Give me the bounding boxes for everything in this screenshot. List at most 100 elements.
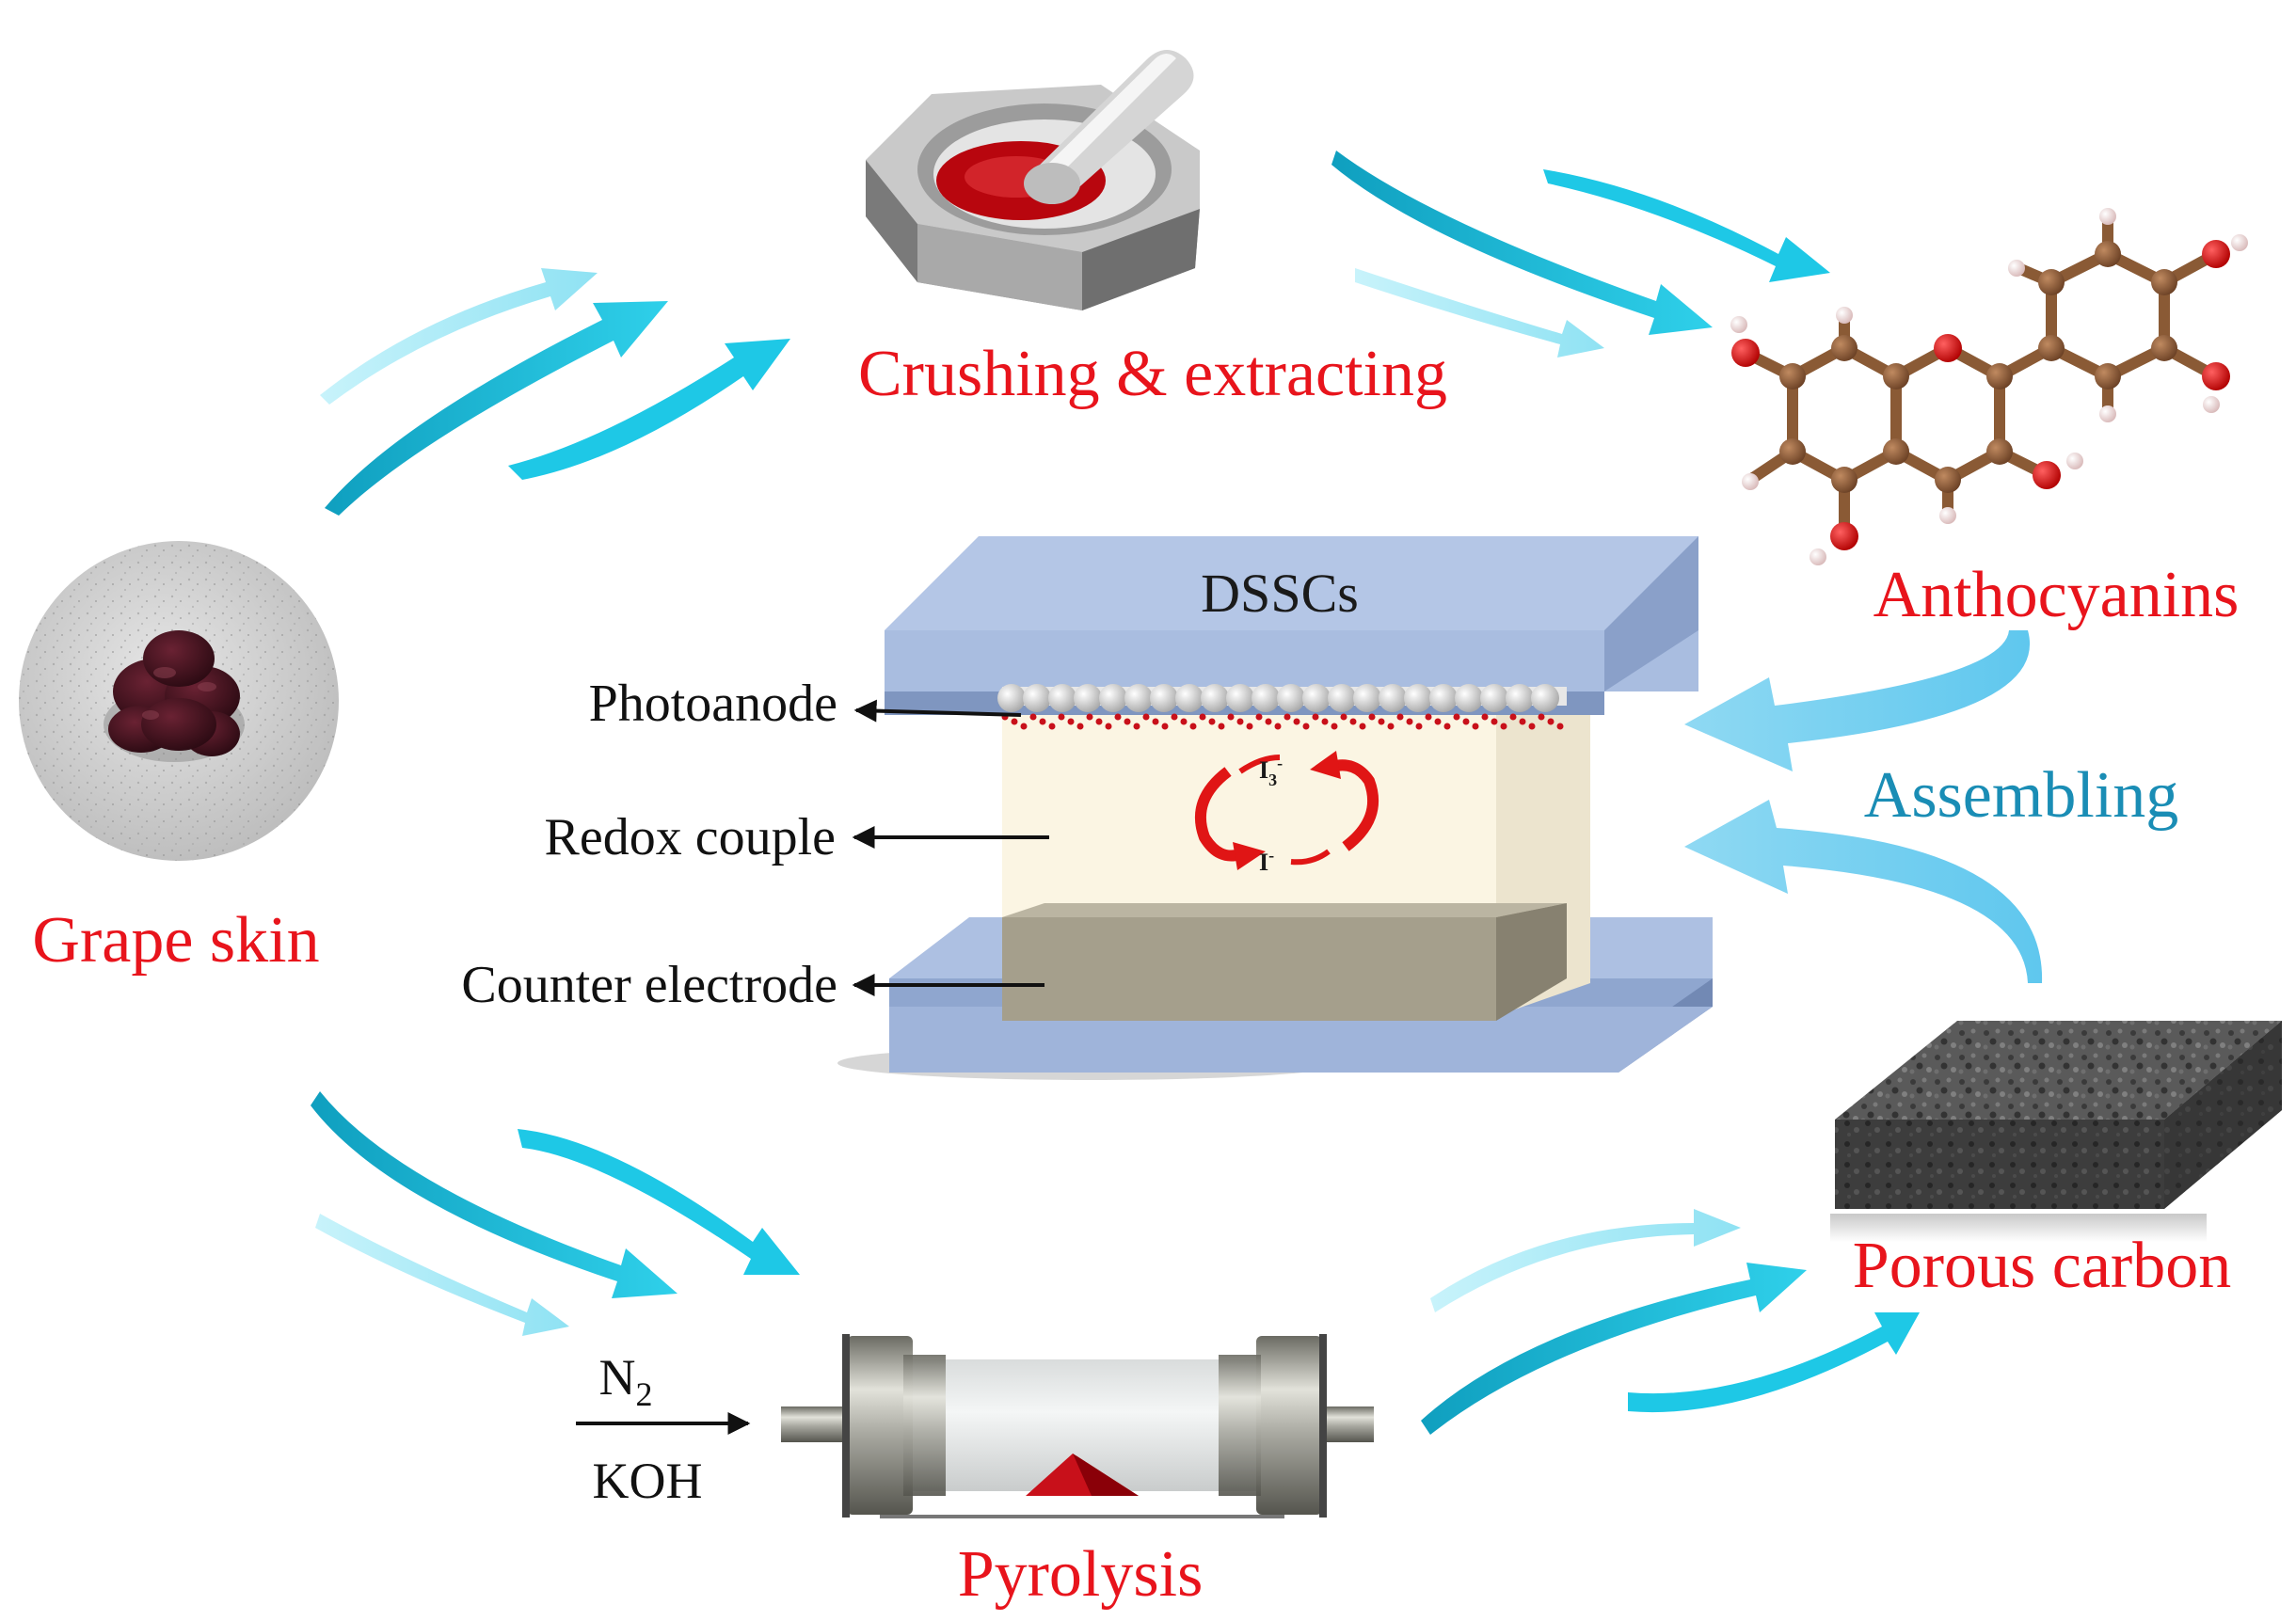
tio2-bead <box>1226 684 1254 712</box>
dye-dot <box>1255 713 1263 721</box>
dye-dot <box>1434 718 1442 725</box>
tio2-bead <box>1201 684 1229 712</box>
dye-dot <box>1519 718 1526 725</box>
dye-dot <box>1321 718 1329 725</box>
tio2-bead <box>1531 684 1559 712</box>
tio2-bead <box>1429 684 1458 712</box>
dye-dot <box>1246 723 1253 730</box>
crushing-label: Crushing & extracting <box>858 338 1447 410</box>
anthocyanin-atoms <box>1730 208 2248 565</box>
dye-dot <box>1359 723 1366 730</box>
photoanode-label: Photoanode <box>589 675 837 733</box>
dye-dot <box>1312 713 1319 721</box>
dye-dot <box>1509 713 1517 721</box>
arrows-to-anthocyanins <box>1331 151 1830 358</box>
tio2-bead <box>1023 684 1051 712</box>
dye-dot <box>1462 718 1470 725</box>
dye-dot <box>1114 713 1122 721</box>
dye-dot <box>1293 718 1300 725</box>
dye-dot <box>1142 713 1150 721</box>
koh-label: KOH <box>593 1453 703 1509</box>
dye-dot <box>1152 718 1159 725</box>
dye-dot <box>1265 718 1272 725</box>
dye-dot <box>1415 723 1423 730</box>
dye-dot <box>1284 713 1291 721</box>
triiodide-symbol: I3- <box>1259 754 1283 789</box>
dye-molecule-dots <box>1001 713 1564 730</box>
dye-dot <box>1029 713 1037 721</box>
mortar-pestle-icon <box>866 50 1200 310</box>
anthocyanins-label: Anthocyanins <box>1873 559 2240 631</box>
grape-skin-label: Grape skin <box>32 904 319 977</box>
tio2-bead <box>1379 684 1407 712</box>
dye-dot <box>1048 723 1056 730</box>
dye-dot <box>1378 718 1385 725</box>
dye-dot <box>1387 723 1395 730</box>
dye-dot <box>1538 713 1545 721</box>
dye-dot <box>1500 723 1507 730</box>
dye-dot <box>1331 723 1338 730</box>
dye-dot <box>1161 723 1169 730</box>
dye-dot <box>1547 718 1555 725</box>
dye-dot <box>1105 723 1112 730</box>
dye-dot <box>1095 718 1103 725</box>
dye-dot <box>1481 713 1489 721</box>
arrows-to-pyrolysis <box>311 1091 800 1336</box>
dye-dot <box>1425 713 1432 721</box>
dye-dot <box>1340 713 1347 721</box>
dye-dot <box>1086 713 1093 721</box>
dye-dot <box>1039 718 1046 725</box>
dye-dot <box>1274 723 1282 730</box>
dye-dot <box>1076 723 1084 730</box>
grape-skin-photo <box>19 541 339 861</box>
dye-dot <box>1453 713 1460 721</box>
tio2-bead <box>1048 684 1076 712</box>
tio2-bead <box>1150 684 1178 712</box>
dye-dot <box>1133 723 1140 730</box>
photoanode-bead-row <box>997 684 1559 712</box>
tio2-bead <box>1328 684 1356 712</box>
redox-couple-label: Redox couple <box>545 808 836 866</box>
dye-dot <box>1067 718 1075 725</box>
tio2-bead <box>1175 684 1204 712</box>
dye-dot <box>1208 718 1216 725</box>
tio2-bead <box>1124 684 1153 712</box>
tio2-bead <box>1277 684 1305 712</box>
tio2-bead <box>1455 684 1483 712</box>
tio2-bead <box>1353 684 1381 712</box>
dye-dot <box>1491 718 1498 725</box>
porous-carbon-label: Porous carbon <box>1853 1230 2231 1302</box>
tube-furnace-icon <box>781 1334 1374 1518</box>
dye-dot <box>1199 713 1206 721</box>
dye-dot <box>1368 713 1376 721</box>
porous-carbon-block <box>1830 1021 2282 1242</box>
dye-dot <box>1218 723 1225 730</box>
tio2-bead <box>1404 684 1432 712</box>
dssc-pointers <box>852 699 1049 996</box>
iodide-symbol: I- <box>1259 846 1274 876</box>
counter-electrode-label: Counter electrode <box>461 956 837 1014</box>
tio2-bead <box>1302 684 1331 712</box>
dye-dot <box>1171 713 1178 721</box>
dye-dot <box>1180 718 1188 725</box>
tio2-bead <box>1252 684 1280 712</box>
tio2-bead <box>997 684 1026 712</box>
dye-dot <box>1396 713 1404 721</box>
dsscs-label: DSSCs <box>1201 563 1359 624</box>
dye-dot <box>1020 723 1028 730</box>
dye-dot <box>1528 723 1536 730</box>
dye-dot <box>1302 723 1310 730</box>
dye-dot <box>1472 723 1479 730</box>
redox-cycle-icon <box>1194 751 1379 870</box>
tio2-bead <box>1480 684 1508 712</box>
n2-label: N2 <box>599 1349 653 1413</box>
dye-dot <box>1349 718 1357 725</box>
arrows-to-porous-carbon <box>1421 1209 1920 1435</box>
pyrolysis-label: Pyrolysis <box>958 1538 1204 1611</box>
dye-dot <box>1227 713 1235 721</box>
dye-dot <box>1124 718 1131 725</box>
dye-dot <box>1443 723 1451 730</box>
dye-dot <box>1011 718 1018 725</box>
dye-dot <box>1189 723 1197 730</box>
